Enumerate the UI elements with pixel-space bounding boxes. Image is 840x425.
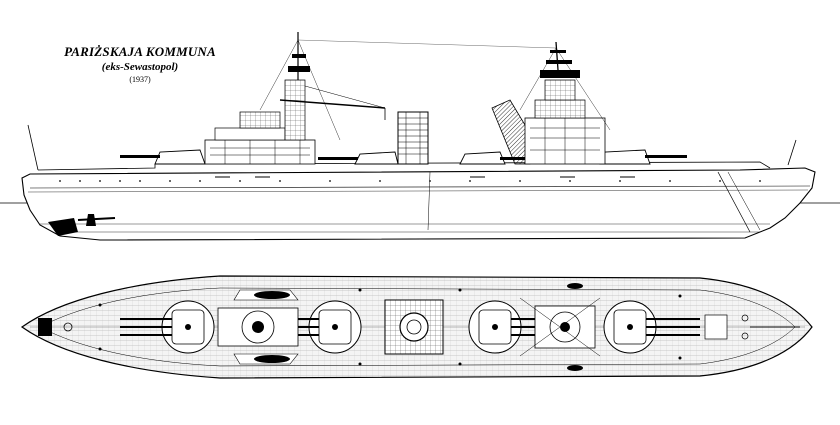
propeller-shaft xyxy=(77,217,116,221)
funnel-profile xyxy=(397,111,429,165)
foremast xyxy=(555,41,559,71)
stern-flagstaff xyxy=(27,124,39,171)
forward-superstructure xyxy=(297,39,611,165)
funnel-plan xyxy=(384,299,444,355)
bow-fittings xyxy=(704,314,800,340)
ship-name: PARIŻSKAJA KOMMUNA xyxy=(64,44,216,59)
hull-profile xyxy=(21,167,816,241)
side-profile xyxy=(0,32,840,241)
forward-superstructure-plan xyxy=(519,283,601,371)
turret-4-plan xyxy=(603,300,700,354)
stern-fitting xyxy=(38,318,52,336)
aft-superstructure xyxy=(204,32,386,165)
turret-3-plan xyxy=(468,300,535,354)
turret-1-plan xyxy=(120,300,215,354)
turret-2-plan xyxy=(298,300,362,354)
former-name: (eks-Sewastopol) xyxy=(101,61,179,73)
portholes xyxy=(59,180,761,182)
rudder xyxy=(48,218,78,236)
title-block: PARIŻSKAJA KOMMUNA (eks-Sewastopol) (193… xyxy=(40,44,240,84)
drawing-year: (1937) xyxy=(129,75,151,84)
plan-view xyxy=(20,275,813,379)
aft-superstructure-plan xyxy=(217,289,299,365)
crane-boom xyxy=(279,99,386,109)
deck-fittings xyxy=(98,288,682,366)
